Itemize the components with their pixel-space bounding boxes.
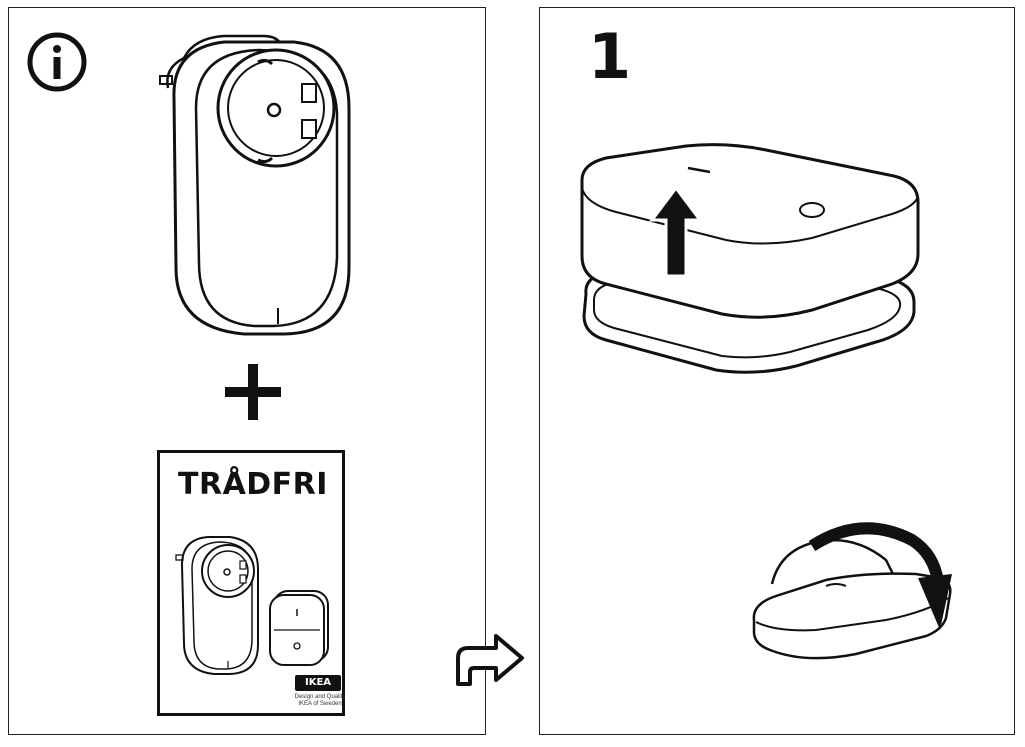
step-number: 1 xyxy=(588,20,632,93)
turn-page-arrow-icon[interactable] xyxy=(452,628,526,688)
info-panel: TRÅDFRI IKEA Design and Quality IKEA of … xyxy=(8,7,486,735)
booklet-remote-illustration xyxy=(269,590,329,666)
info-icon xyxy=(27,32,87,92)
booklet-plug-illustration xyxy=(175,536,259,675)
smart-plug-illustration xyxy=(159,34,351,336)
manual-booklet: TRÅDFRI IKEA Design and Quality IKEA of … xyxy=(157,450,345,716)
step-1-panel: 1 xyxy=(539,7,1015,735)
hub-lift-illustration xyxy=(580,143,920,374)
ikea-logo: IKEA xyxy=(295,675,341,691)
brand-tagline: Design and Quality IKEA of Sweden xyxy=(294,694,346,707)
curved-arrow-icon xyxy=(808,522,952,630)
plus-icon xyxy=(225,364,281,420)
rotate-hub-illustration xyxy=(752,538,952,660)
booklet-title: TRÅDFRI xyxy=(178,467,328,502)
up-arrow-icon xyxy=(649,185,703,278)
